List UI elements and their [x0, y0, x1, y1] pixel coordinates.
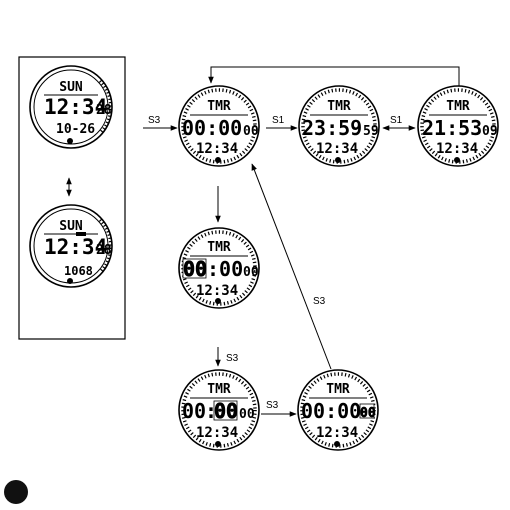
label-s1-start: S1 [272, 115, 285, 126]
day-label: SUN [59, 80, 83, 95]
watch-time-date: SUN 12:34 28 10-26 [30, 66, 112, 148]
timer-seconds: 59 [363, 124, 379, 139]
label-s3-right: S3 [266, 400, 279, 411]
watch-tmr-running: TMR 23:59 59 12:34 [299, 86, 379, 166]
seconds-digits: 28 [96, 243, 112, 258]
timer-digits: :00 [207, 257, 243, 281]
label-s3-down: S3 [226, 353, 239, 364]
mode-label: TMR [326, 382, 350, 397]
sub-time: 12:34 [316, 425, 358, 441]
arrow-reset-loop [211, 67, 459, 86]
editing-minutes: 00 [214, 399, 238, 423]
mode-label: TMR [207, 382, 231, 397]
watch-tmr-paused: TMR 21:53 09 12:34 [418, 86, 498, 166]
editing-hours: 00 [183, 257, 207, 281]
extra-digits: 1068 [64, 264, 93, 278]
day-label: SUN [59, 219, 83, 234]
sub-time: 12:34 [436, 141, 478, 157]
timer-seconds: 00 [243, 124, 259, 139]
mode-label: TMR [327, 99, 351, 114]
page-badge-icon [4, 480, 28, 504]
sub-time: 12:34 [316, 141, 358, 157]
date-digits: 10-26 [56, 122, 95, 137]
watch-set-seconds: TMR 00:00 00 12:34 [298, 370, 378, 450]
watch-time-extra: SUN 12:34 28 1068 [30, 205, 112, 287]
arrow-back-to-timer [252, 164, 331, 369]
editing-seconds: 00 [360, 406, 376, 421]
mode-label: TMR [207, 240, 231, 255]
watch-set-hours: TMR 00 :00 00 12:34 [179, 228, 259, 308]
mode-label: TMR [207, 99, 231, 114]
timer-digits: 23:59 [302, 116, 362, 140]
timer-digits: 21:53 [422, 116, 482, 140]
timer-seconds: 09 [482, 124, 498, 139]
timer-hours: 00 [182, 399, 206, 423]
timer-digits: 00:00 [182, 116, 242, 140]
label-s3-back: S3 [313, 296, 326, 307]
sub-time: 12:34 [196, 141, 238, 157]
seconds-digits: 28 [96, 103, 112, 118]
watch-tmr-main: TMR 00:00 00 12:34 [179, 86, 259, 166]
label-s1-pause: S1 [390, 115, 403, 126]
sub-time: 12:34 [196, 283, 238, 299]
watch-set-minutes: TMR 00 : 00 00 12:34 [179, 370, 259, 450]
timer-seconds: 00 [239, 407, 255, 422]
label-s3-enter: S3 [148, 115, 161, 126]
mode-label: TMR [446, 99, 470, 114]
sub-time: 12:34 [196, 425, 238, 441]
timer-seconds: 00 [243, 265, 259, 280]
timer-digits: 00:00 [301, 399, 361, 423]
